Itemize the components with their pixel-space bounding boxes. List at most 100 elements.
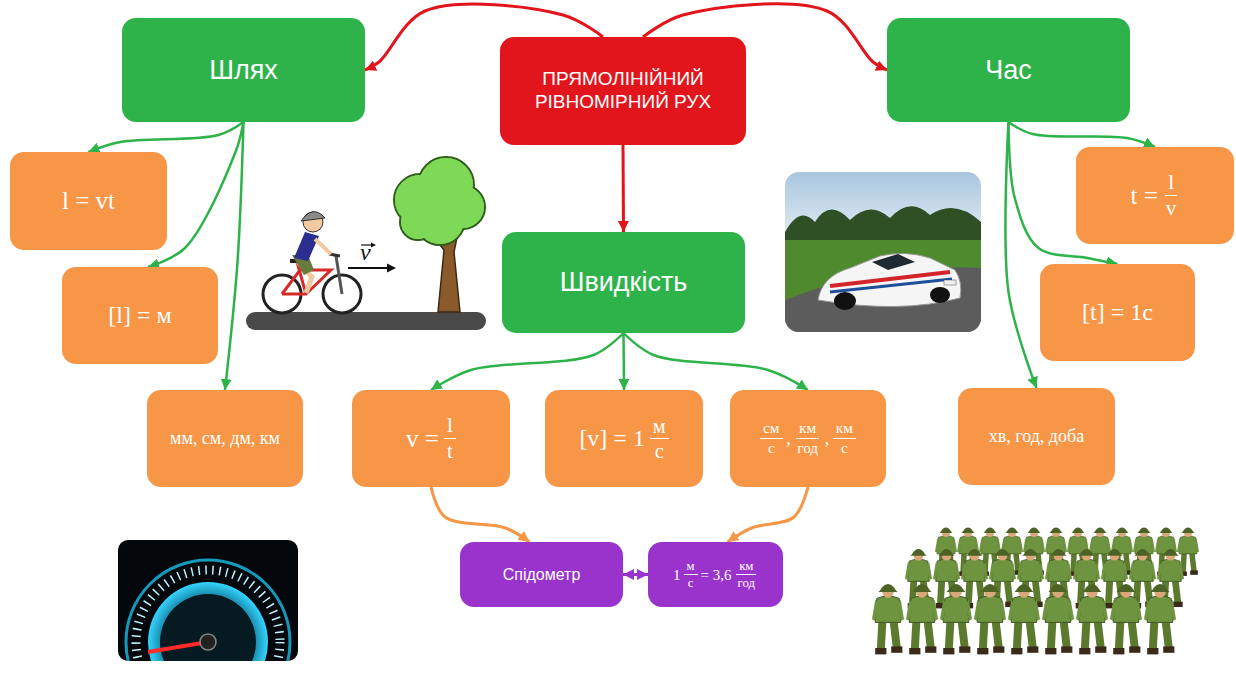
fraction-numerator: м (650, 415, 669, 439)
fraction-numerator: м (684, 559, 698, 575)
node-content: ПРЯМОЛІНІЙНИЙ РІВНОМІРНИЙ РУХ (512, 68, 734, 114)
fraction-numerator: км (796, 420, 819, 439)
connector-arrow (622, 145, 626, 232)
node-text: t = (1131, 181, 1158, 211)
vector-sign-head (371, 243, 376, 248)
velocity-arrowhead (387, 264, 396, 273)
connector-arrow (225, 122, 244, 390)
node-text: = 3,6 (701, 566, 732, 584)
unit-list-box: мм, см, дм, км (147, 390, 303, 487)
ground (246, 312, 486, 330)
node-content: [t] = 1с (1082, 298, 1153, 327)
dial-ticks (136, 570, 280, 661)
node-text: l = vt (62, 186, 115, 216)
node-content: Швидкість (560, 266, 688, 298)
unit-box: [l] = м (62, 267, 218, 364)
node-text: Шлях (209, 54, 278, 86)
node-text: [l] = м (108, 301, 171, 330)
fraction-denominator: с (652, 439, 667, 462)
unit-box: [v] = 1мс (545, 390, 703, 487)
grass (785, 240, 981, 332)
node-content: хв, год, доба (989, 426, 1084, 448)
car-stripe (830, 272, 950, 286)
fraction: lv (1163, 171, 1180, 221)
fraction-denominator: год (735, 575, 758, 590)
node-text: хв, год, доба (989, 426, 1084, 448)
fraction: кмс (833, 420, 856, 457)
fraction-denominator: t (444, 439, 456, 463)
node-text: Час (985, 54, 1032, 86)
fraction-denominator: год (794, 439, 821, 457)
connector-arrow (622, 333, 625, 390)
fraction-numerator: км (833, 420, 856, 439)
topic-box: Швидкість (502, 232, 745, 333)
tree-crown (401, 205, 435, 239)
node-content: 1мс= 3,6кмгод (673, 559, 758, 590)
fraction-numerator: l (444, 414, 456, 439)
note-box: Спідометр (460, 542, 623, 607)
formula-box: t =lv (1076, 147, 1234, 244)
connector-arrow (1005, 122, 1036, 388)
rider-arm (315, 239, 331, 254)
velocity-arrow (348, 267, 388, 269)
node-content: v =lt (406, 414, 456, 464)
fraction-denominator: v (1163, 196, 1180, 220)
formula-box: l = vt (10, 152, 167, 250)
node-content: Час (985, 54, 1032, 86)
topic-box: Час (887, 18, 1130, 122)
soldier (1042, 584, 1074, 654)
node-content: [v] = 1мс (579, 415, 668, 463)
node-content: мм, см, дм, км (170, 428, 280, 450)
node-content: t =lv (1131, 171, 1180, 221)
fraction-numerator: км (736, 559, 756, 575)
dial-rim (126, 560, 290, 661)
car-photo (785, 172, 981, 332)
note-box: 1мс= 3,6кмгод (648, 542, 783, 607)
soldier (906, 584, 938, 654)
fraction-numerator: см (760, 420, 782, 439)
main-topic-box: ПРЯМОЛІНІЙНИЙ РІВНОМІРНИЙ РУХ (500, 37, 746, 145)
car-wheel (930, 287, 950, 303)
soldier (940, 584, 972, 654)
rider-shirt (294, 232, 319, 261)
node-text: 1 (673, 566, 681, 584)
soldier (974, 584, 1006, 654)
speedometer-photo (118, 540, 298, 673)
fraction-denominator: с (685, 575, 697, 590)
node-text: мм, см, дм, км (170, 428, 280, 450)
velocity-symbol: v (360, 240, 371, 264)
fraction-denominator: с (838, 439, 851, 457)
needle-hub (200, 634, 216, 650)
connector-arrow (1009, 122, 1156, 147)
connector-arrow (728, 487, 809, 542)
connector-arrow (431, 333, 624, 390)
soldier (1110, 584, 1142, 654)
cyclist-illustration (246, 157, 486, 330)
speedometer-dial (126, 560, 290, 661)
node-text: [v] = 1 (579, 424, 645, 453)
node-text: v = (406, 424, 439, 454)
unit-list-box: смс,кмгод,кмс (730, 390, 886, 487)
node-content: l = vt (62, 186, 115, 216)
car-window (872, 254, 915, 270)
fraction: мс (684, 559, 698, 590)
topic-box: Шлях (122, 18, 365, 122)
node-content: Спідометр (503, 565, 581, 584)
connector-arrow (89, 122, 244, 152)
car-wheel (834, 292, 856, 310)
node-content: [l] = м (108, 301, 171, 330)
soldier (1008, 584, 1040, 654)
connector-arrow (431, 487, 530, 542)
rider-helmet (301, 212, 325, 221)
node-content: смс,кмгод,кмс (760, 420, 856, 457)
fraction: кмгод (735, 559, 758, 590)
unit-box: [t] = 1с (1040, 264, 1195, 361)
dial-glow (148, 582, 268, 661)
car-plate (944, 280, 956, 285)
node-text: ПРЯМОЛІНІЙНИЙ РІВНОМІРНИЙ РУХ (512, 68, 734, 114)
node-text: Спідометр (503, 565, 581, 584)
connector-arrow (623, 573, 648, 576)
formula-box: v =lt (352, 390, 510, 487)
needle (148, 642, 208, 652)
